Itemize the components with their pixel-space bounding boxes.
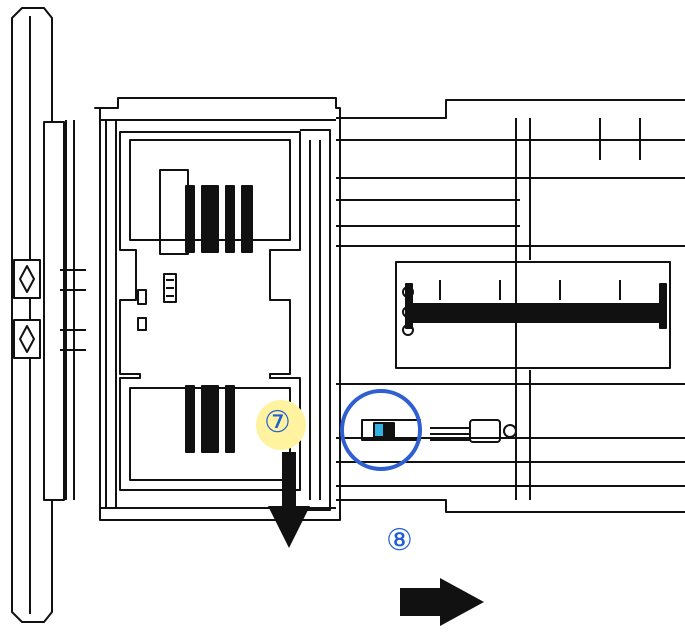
pull-right-arrow: [400, 578, 484, 626]
tray-front-cover: [11, 7, 86, 623]
tray-body: [94, 97, 341, 521]
step7-highlight: [256, 400, 306, 450]
tray-extension: [336, 99, 685, 513]
push-down-arrow: [268, 452, 310, 548]
step-8-label: ⑧: [386, 523, 413, 558]
step-7-label: ⑦: [264, 405, 291, 440]
callout-circle: [340, 389, 422, 471]
